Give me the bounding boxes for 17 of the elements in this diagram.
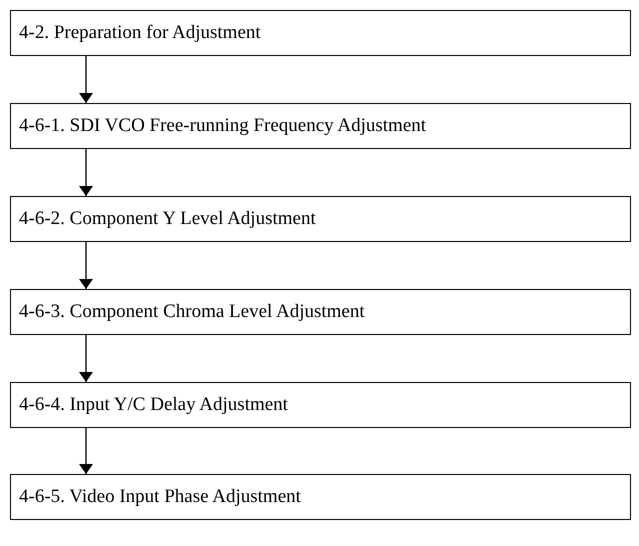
process-box	[10, 196, 631, 242]
arrow	[79, 149, 93, 196]
step-label: 4-6-2. Component Y Level Adjustment	[19, 208, 316, 230]
arrow	[79, 242, 93, 289]
process-box	[10, 382, 631, 428]
process-box	[10, 474, 631, 520]
step-label: 4-6-4. Input Y/C Delay Adjustment	[19, 394, 288, 416]
process-box	[10, 103, 631, 149]
arrow	[79, 56, 93, 103]
arrow	[79, 428, 93, 474]
step-label: 4-6-5. Video Input Phase Adjustment	[19, 486, 301, 508]
step-label: 4-6-3. Component Chroma Level Adjustment	[19, 301, 365, 323]
step-label: 4-2. Preparation for Adjustment	[19, 22, 261, 44]
step-label: 4-6-1. SDI VCO Free-running Frequency Adjustment	[19, 115, 426, 137]
arrow	[79, 335, 93, 382]
process-box	[10, 10, 631, 56]
process-box	[10, 289, 631, 335]
